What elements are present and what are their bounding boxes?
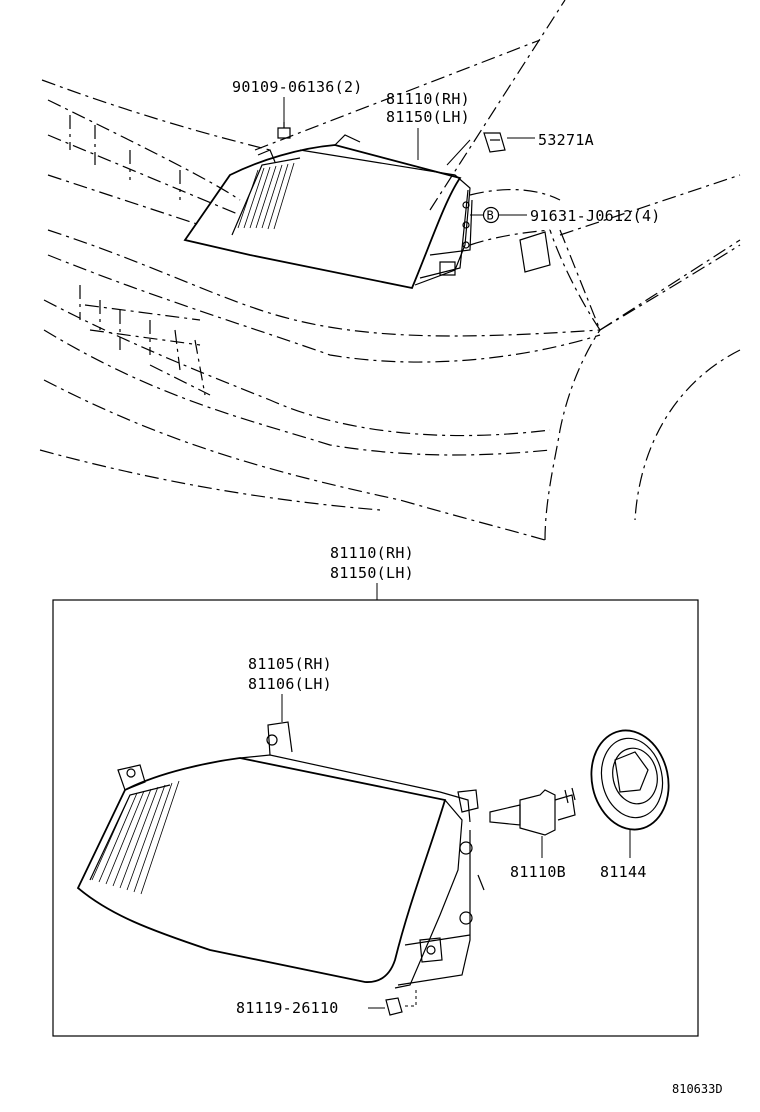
nut-part	[385, 990, 417, 1016]
reference-b-marker: B	[482, 206, 500, 224]
headlamp-unit-exploded	[76, 721, 485, 989]
bulb-part-number: 81110B	[510, 863, 566, 881]
assembly-lh-part-number: 81150(LH)	[330, 564, 414, 582]
socket-cover-part-number: 81144	[600, 863, 647, 881]
assembly-rh-part-number: 81110(RH)	[330, 544, 414, 562]
reference-b-letter: B	[487, 209, 494, 223]
socket-cover-part	[590, 729, 670, 831]
bolt-part-number: 90109-06136(2)	[232, 78, 363, 96]
headlamp-rh-part-number: 81110(RH)	[386, 90, 470, 108]
drawing-code: 810633D	[672, 1082, 723, 1096]
exploded-view-frame	[52, 599, 699, 1037]
screw-part-number: 91631-J0612(4)	[530, 207, 661, 225]
headlamp-installed	[183, 122, 551, 290]
vehicle-outline	[39, 0, 741, 541]
bulb-part	[489, 787, 576, 836]
unit-lh-part-number: 81106(LH)	[248, 675, 332, 693]
headlamp-lh-part-number: 81150(LH)	[386, 108, 470, 126]
clip-part-number: 53271A	[538, 131, 594, 149]
top-leader-lines	[283, 97, 535, 216]
nut-part-number: 81119-26110	[236, 999, 339, 1017]
unit-rh-part-number: 81105(RH)	[248, 655, 332, 673]
